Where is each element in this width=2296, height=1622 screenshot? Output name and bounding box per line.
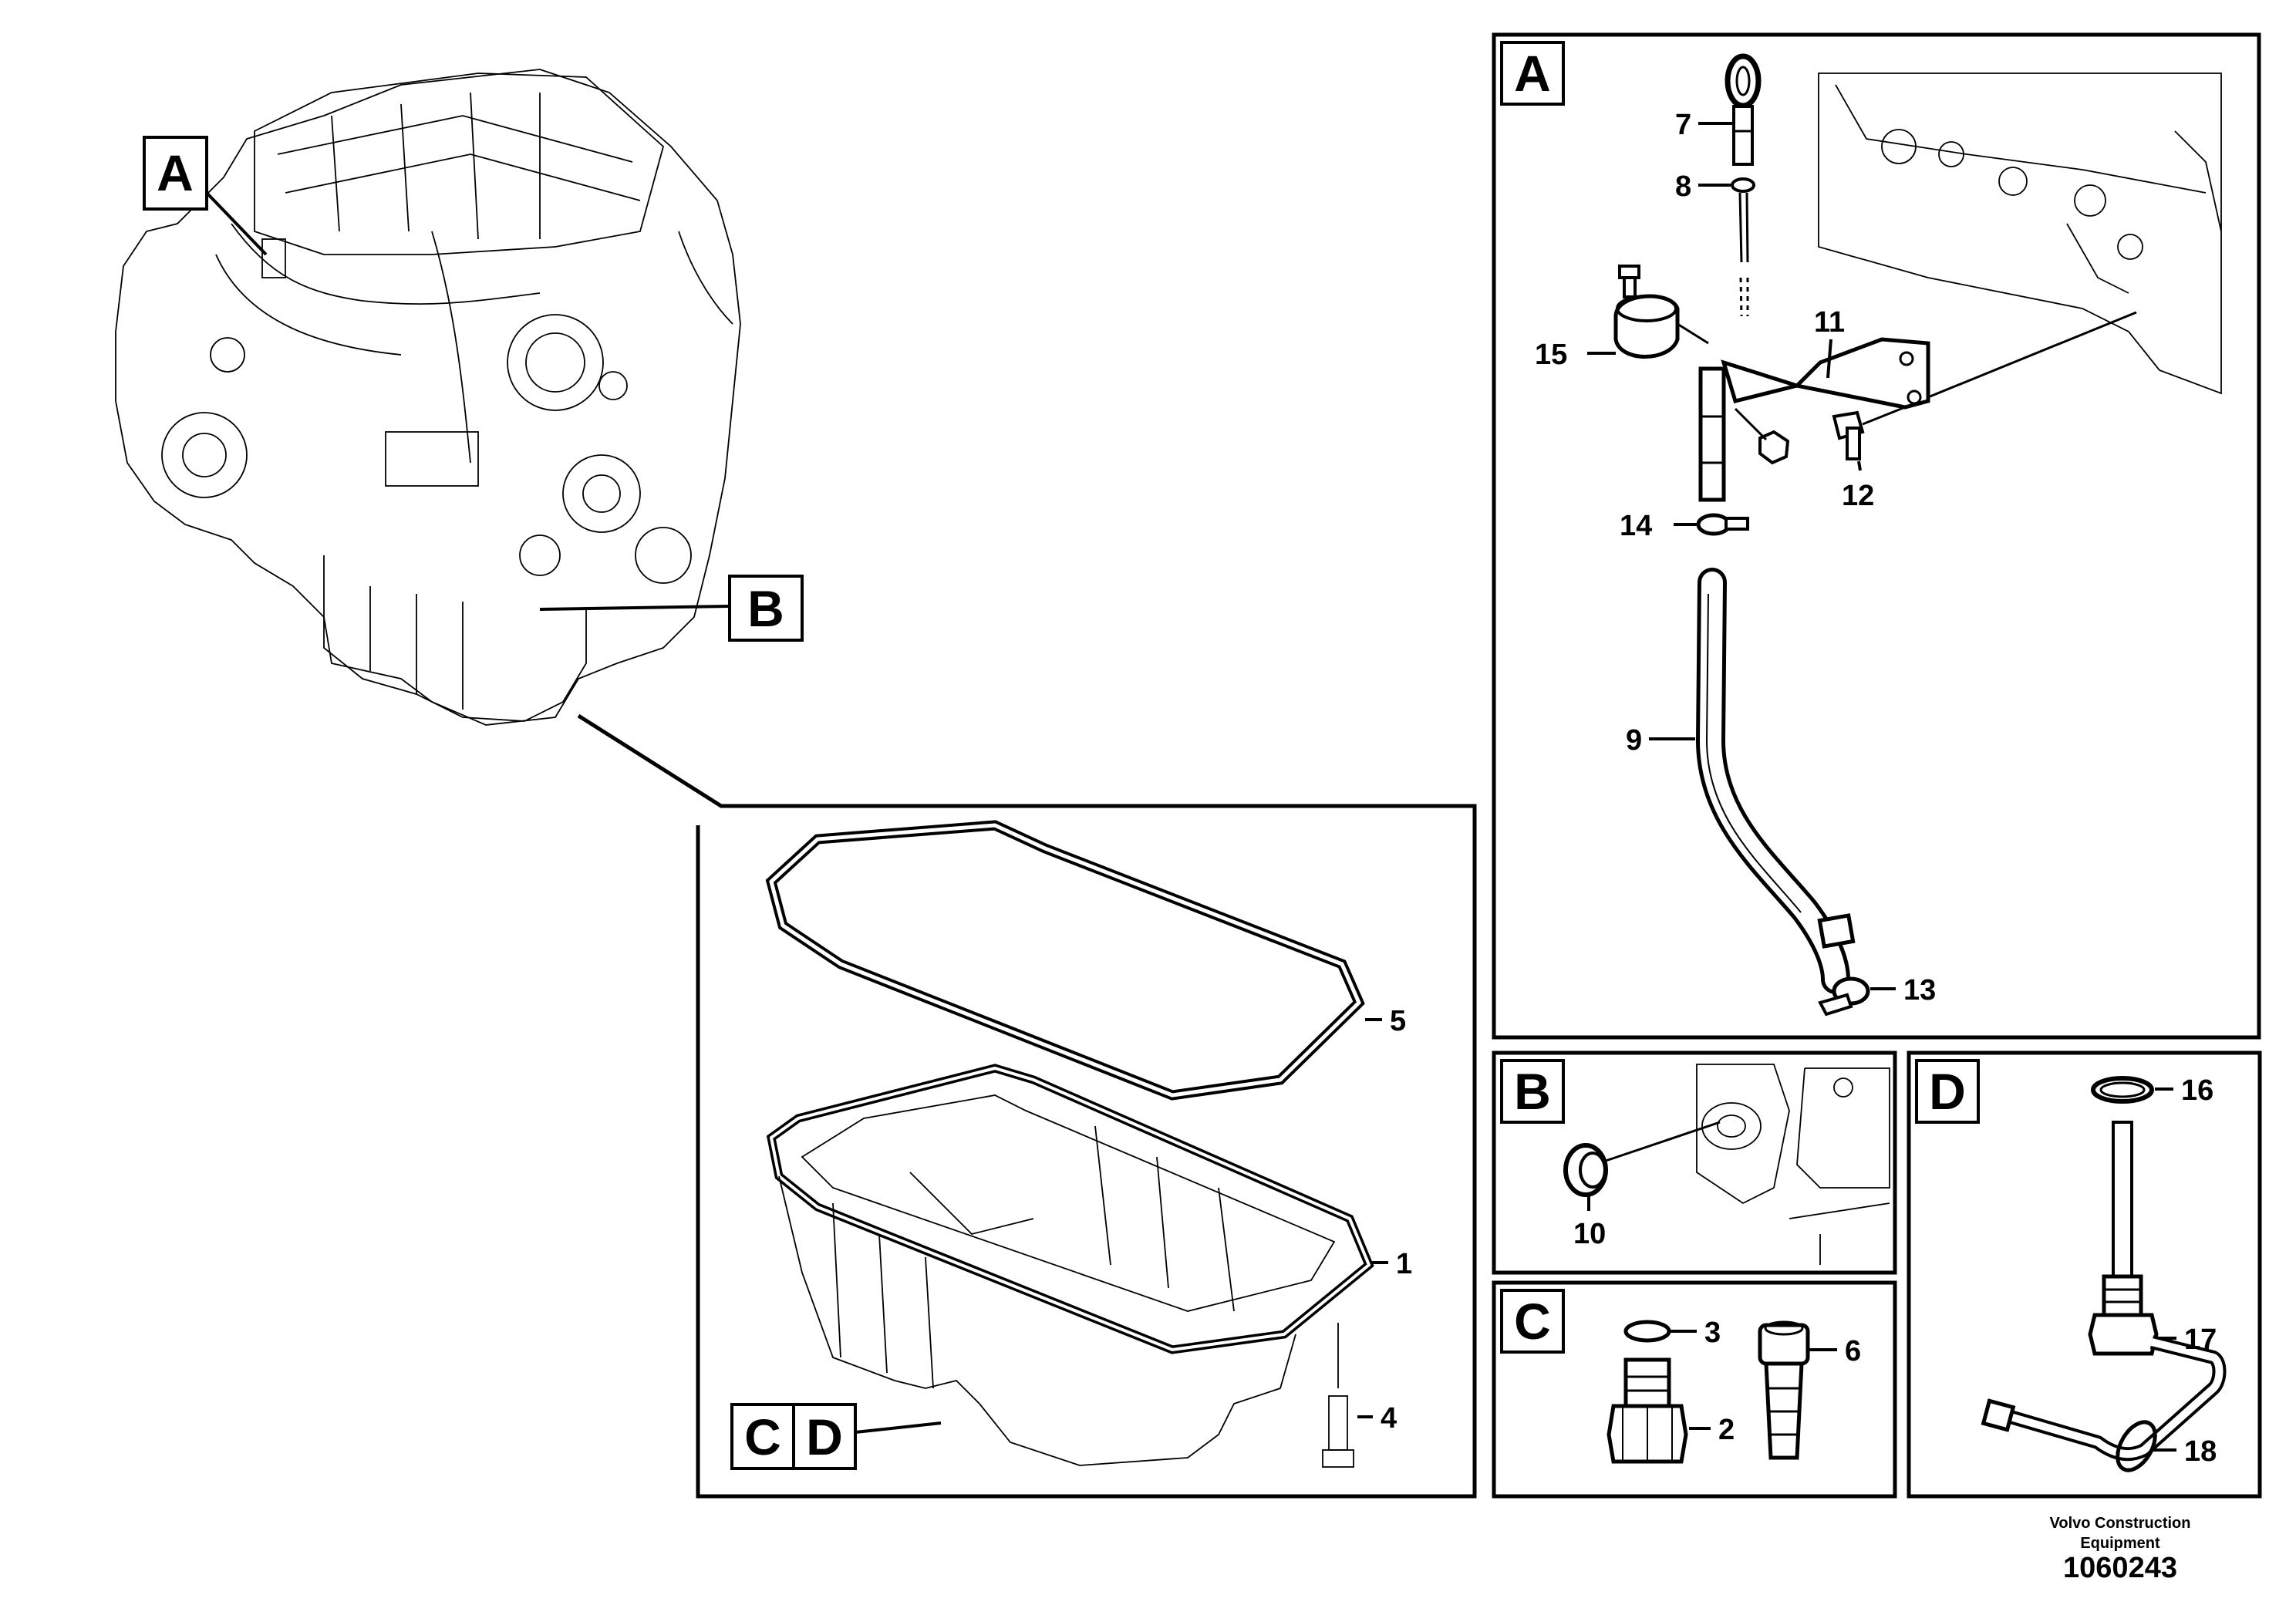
oil-pan-panel-frame <box>577 713 1477 1499</box>
view-b-title: B <box>1500 1059 1565 1124</box>
clamp-15 <box>1613 294 1709 359</box>
part-label-5: 5 <box>1390 1005 1406 1037</box>
svg-text:A: A <box>1514 45 1551 102</box>
view-b-block <box>1696 1064 1890 1265</box>
dipstick-bracket <box>1721 311 2137 410</box>
part-label-4: 4 <box>1381 1402 1397 1435</box>
part-label-16: 16 <box>2181 1074 2213 1107</box>
clip-13 <box>1818 976 1870 1017</box>
drain-plug-2 <box>1607 1357 1688 1464</box>
dipstick-tube-9 <box>1695 568 1856 994</box>
hose-nipple-6 <box>1758 1320 1810 1460</box>
callout-a-box[interactable]: A <box>143 136 208 211</box>
callout-b-leader <box>539 605 730 611</box>
svg-text:B: B <box>747 580 784 637</box>
callout-a-leader <box>205 191 268 256</box>
part-label-10: 10 <box>1573 1218 1606 1250</box>
part-label-18: 18 <box>2184 1435 2217 1468</box>
clip-14 <box>1696 513 1749 536</box>
svg-text:D: D <box>806 1408 843 1465</box>
plug-10 <box>1563 1121 1721 1211</box>
part-label-9: 9 <box>1626 724 1642 757</box>
part-label-15: 15 <box>1535 339 1567 371</box>
view-d-panel <box>1907 1050 2262 1499</box>
view-a-title: A <box>1500 41 1565 106</box>
engine-illustration <box>115 69 741 726</box>
svg-text:D: D <box>1929 1063 1966 1120</box>
seal-ring-16 <box>2091 1076 2154 1104</box>
view-d-title: D <box>1915 1059 1980 1124</box>
view-a-panel <box>1492 32 2261 1040</box>
view-c-panel <box>1492 1280 1897 1499</box>
callout-d-box[interactable]: D <box>792 1403 857 1470</box>
oil-pan-bolt <box>1322 1323 1354 1468</box>
oil-pan-gasket <box>765 820 1365 1101</box>
oil-pan <box>766 1064 1374 1466</box>
part-label-12: 12 <box>1842 480 1874 512</box>
svg-text:A: A <box>157 144 194 201</box>
callout-c-box[interactable]: C <box>730 1403 795 1470</box>
svg-text:C: C <box>1514 1293 1551 1350</box>
callout-cd-leader <box>855 1421 942 1434</box>
dipstick <box>1725 53 1762 317</box>
brand-line-1: Volvo Construction <box>2049 1515 2191 1532</box>
drain-hose-18 <box>1981 1335 2227 1472</box>
view-a-engine-block <box>1818 73 2222 395</box>
view-b-panel <box>1492 1050 1897 1275</box>
part-label-17: 17 <box>2184 1324 2217 1356</box>
svg-text:C: C <box>744 1408 781 1465</box>
brand-line-2: Equipment <box>2080 1535 2160 1552</box>
part-label-3: 3 <box>1704 1317 1721 1349</box>
seal-ring-3 <box>1623 1320 1671 1343</box>
dipstick-17 <box>2088 1121 2159 1356</box>
nut-bracket <box>1734 407 1790 465</box>
callout-b-box[interactable]: B <box>728 575 804 642</box>
view-c-title: C <box>1500 1289 1565 1354</box>
part-label-8: 8 <box>1675 170 1691 203</box>
svg-text:B: B <box>1514 1063 1551 1120</box>
part-label-14: 14 <box>1620 510 1652 542</box>
part-label-1: 1 <box>1396 1248 1412 1280</box>
part-label-2: 2 <box>1718 1414 1735 1446</box>
drawing-number: 1060243 <box>2063 1552 2177 1584</box>
bolt-12 <box>1832 406 1906 460</box>
part-label-11: 11 <box>1814 306 1845 339</box>
part-label-13: 13 <box>1903 974 1936 1007</box>
footer-brand: Volvo Construction Equipment <box>2020 1513 2220 1553</box>
part-label-6: 6 <box>1845 1335 1861 1367</box>
part-label-7: 7 <box>1675 109 1691 141</box>
dipstick-tube-upper <box>1698 366 1726 502</box>
bolt-top <box>1618 265 1640 298</box>
